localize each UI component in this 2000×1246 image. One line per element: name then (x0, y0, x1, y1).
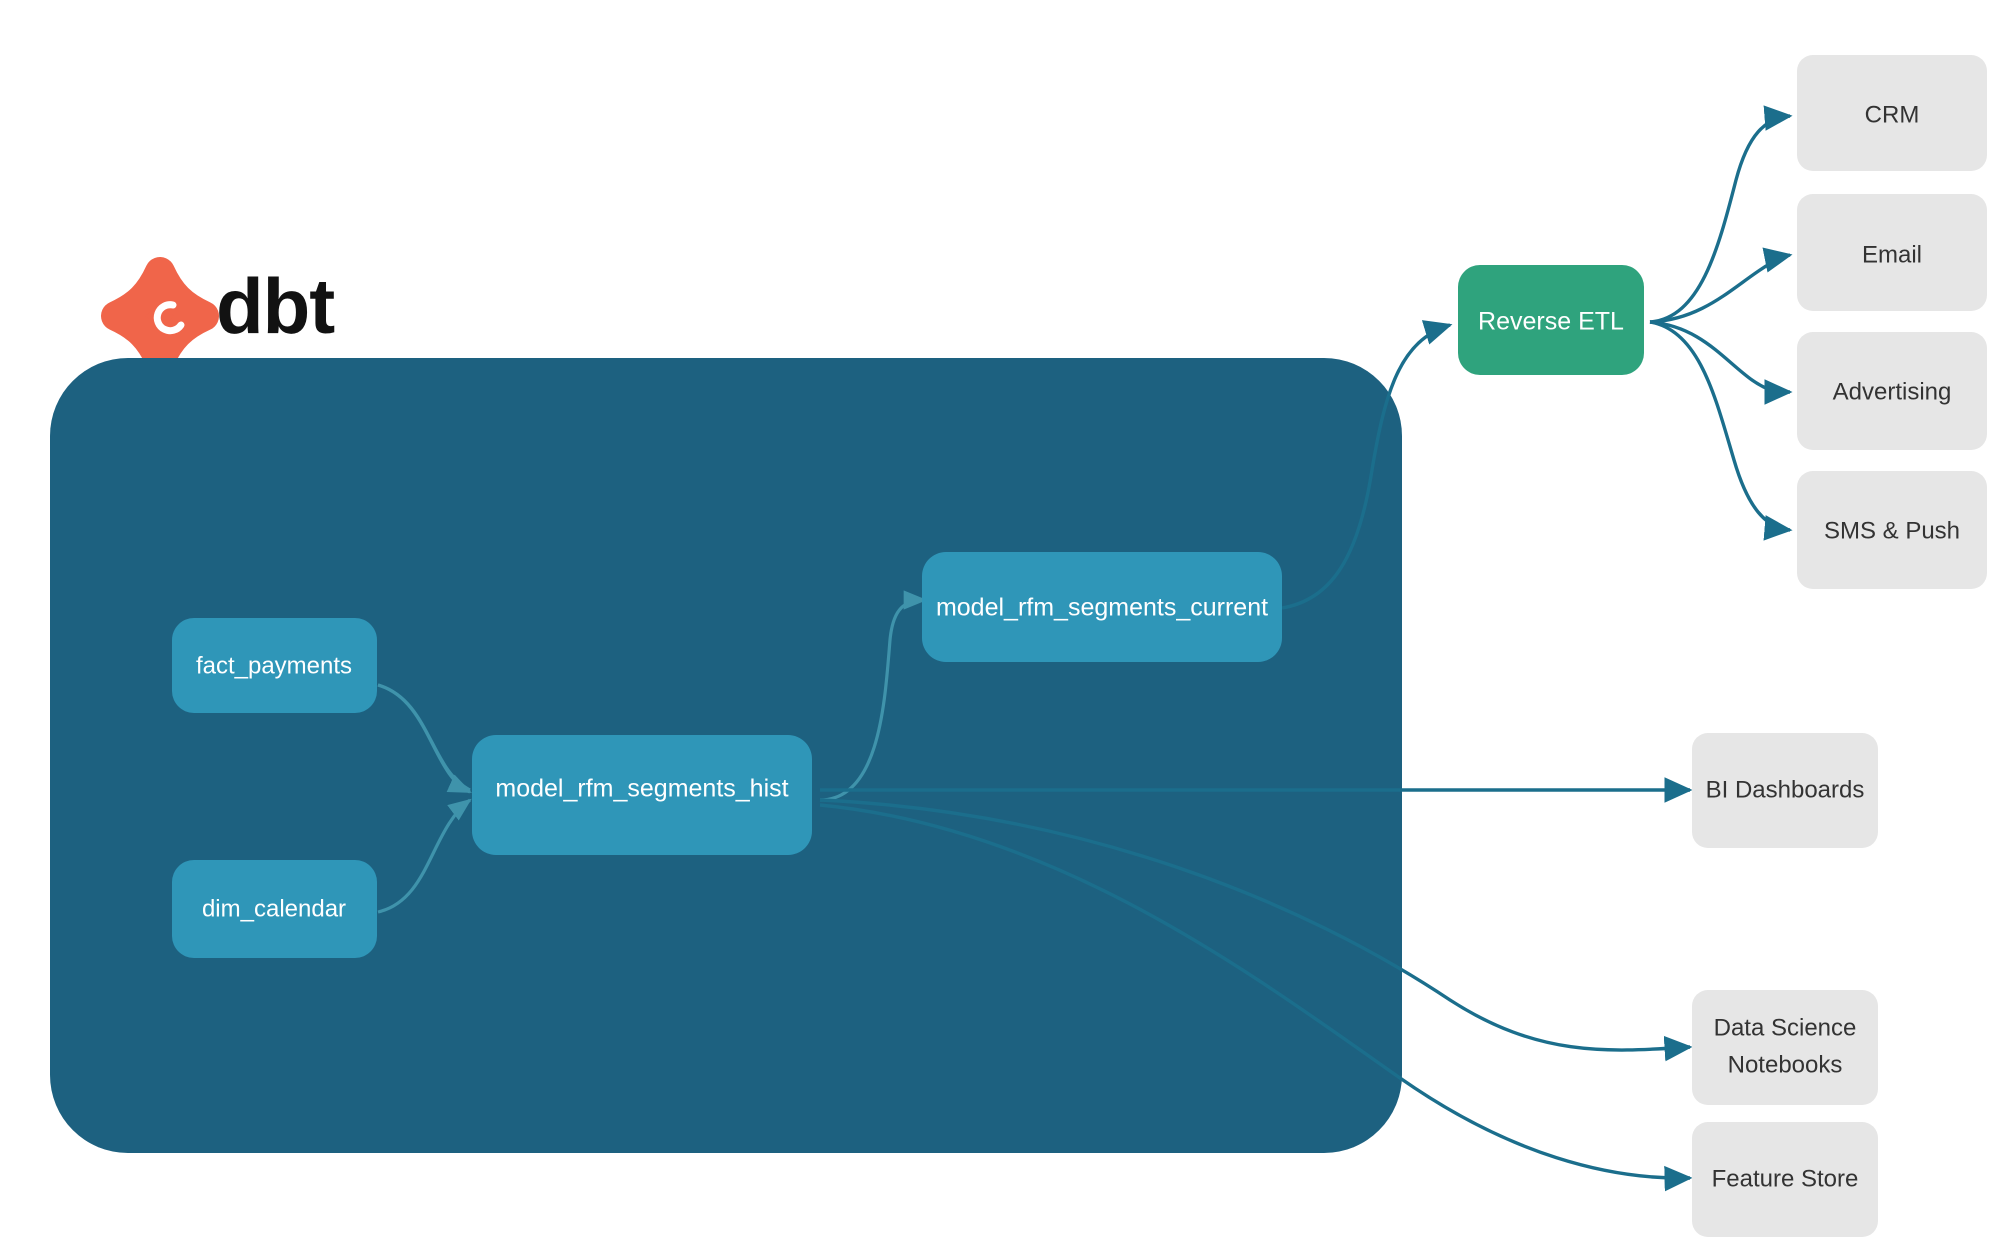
node-reverse-etl-label: Reverse ETL (1478, 308, 1624, 336)
edge-hist-to-current (819, 590, 928, 802)
node-sms-push-label: SMS & Push (1824, 517, 1960, 544)
external-edges (819, 320, 1693, 1192)
node-data-science-notebooks-label-line1: Data Science (1714, 1014, 1857, 1041)
edge-current-to-reverse-etl (1281, 320, 1453, 610)
node-feature-store[interactable]: Feature Store (1692, 1122, 1878, 1237)
node-reverse-etl[interactable]: Reverse ETL (1458, 265, 1644, 375)
node-fact-payments[interactable]: fact_payments (172, 618, 377, 713)
node-model-rfm-segments-hist-label: model_rfm_segments_hist (495, 775, 788, 803)
edge-hist-to-data-science-notebooks (819, 798, 1693, 1062)
internal-edges (377, 590, 928, 914)
edge-reverse-etl-to-sms-push (1649, 320, 1793, 541)
node-dim-calendar-label: dim_calendar (202, 895, 346, 922)
node-feature-store-label: Feature Store (1712, 1165, 1859, 1192)
edge-reverse-etl-to-email (1649, 247, 1793, 324)
edge-reverse-etl-to-crm (1649, 105, 1793, 324)
node-bi-dashboards[interactable]: BI Dashboards (1692, 733, 1878, 848)
node-dim-calendar[interactable]: dim_calendar (172, 860, 377, 958)
dbt-logo-icon (101, 257, 219, 375)
edge-reverse-etl-to-advertising (1649, 320, 1793, 405)
node-bi-dashboards-label: BI Dashboards (1706, 776, 1865, 803)
edge-fact-payments-head (377, 683, 472, 794)
node-sms-push[interactable]: SMS & Push (1797, 471, 1987, 589)
node-email[interactable]: Email (1797, 194, 1987, 311)
node-crm-label: CRM (1865, 101, 1920, 128)
reverse-etl-fanout-edges (1649, 105, 1793, 541)
dbt-wordmark: dbt (216, 262, 335, 350)
node-model-rfm-segments-current[interactable]: model_rfm_segments_current (922, 552, 1282, 662)
node-fact-payments-label: fact_payments (196, 652, 352, 679)
destination-nodes: CRM Email Advertising SMS & Push (1797, 55, 1987, 589)
node-data-science-notebooks[interactable]: Data Science Notebooks (1692, 990, 1878, 1105)
node-model-rfm-segments-current-label: model_rfm_segments_current (936, 594, 1268, 622)
node-model-rfm-segments-hist[interactable]: model_rfm_segments_hist (472, 735, 812, 855)
node-data-science-notebooks-label-line2: Notebooks (1728, 1051, 1843, 1078)
model-nodes: fact_payments dim_calendar model_rfm_seg… (172, 552, 1282, 958)
node-crm[interactable]: CRM (1797, 55, 1987, 171)
dbt-logo: dbt (101, 257, 336, 375)
edge-hist-to-feature-store (819, 803, 1693, 1192)
node-advertising-label: Advertising (1833, 378, 1952, 405)
consumer-nodes: BI Dashboards Data Science Notebooks Fea… (1692, 733, 1878, 1237)
node-advertising[interactable]: Advertising (1797, 332, 1987, 450)
node-email-label: Email (1862, 241, 1922, 268)
edge-dim-calendar-to-hist (377, 798, 472, 914)
